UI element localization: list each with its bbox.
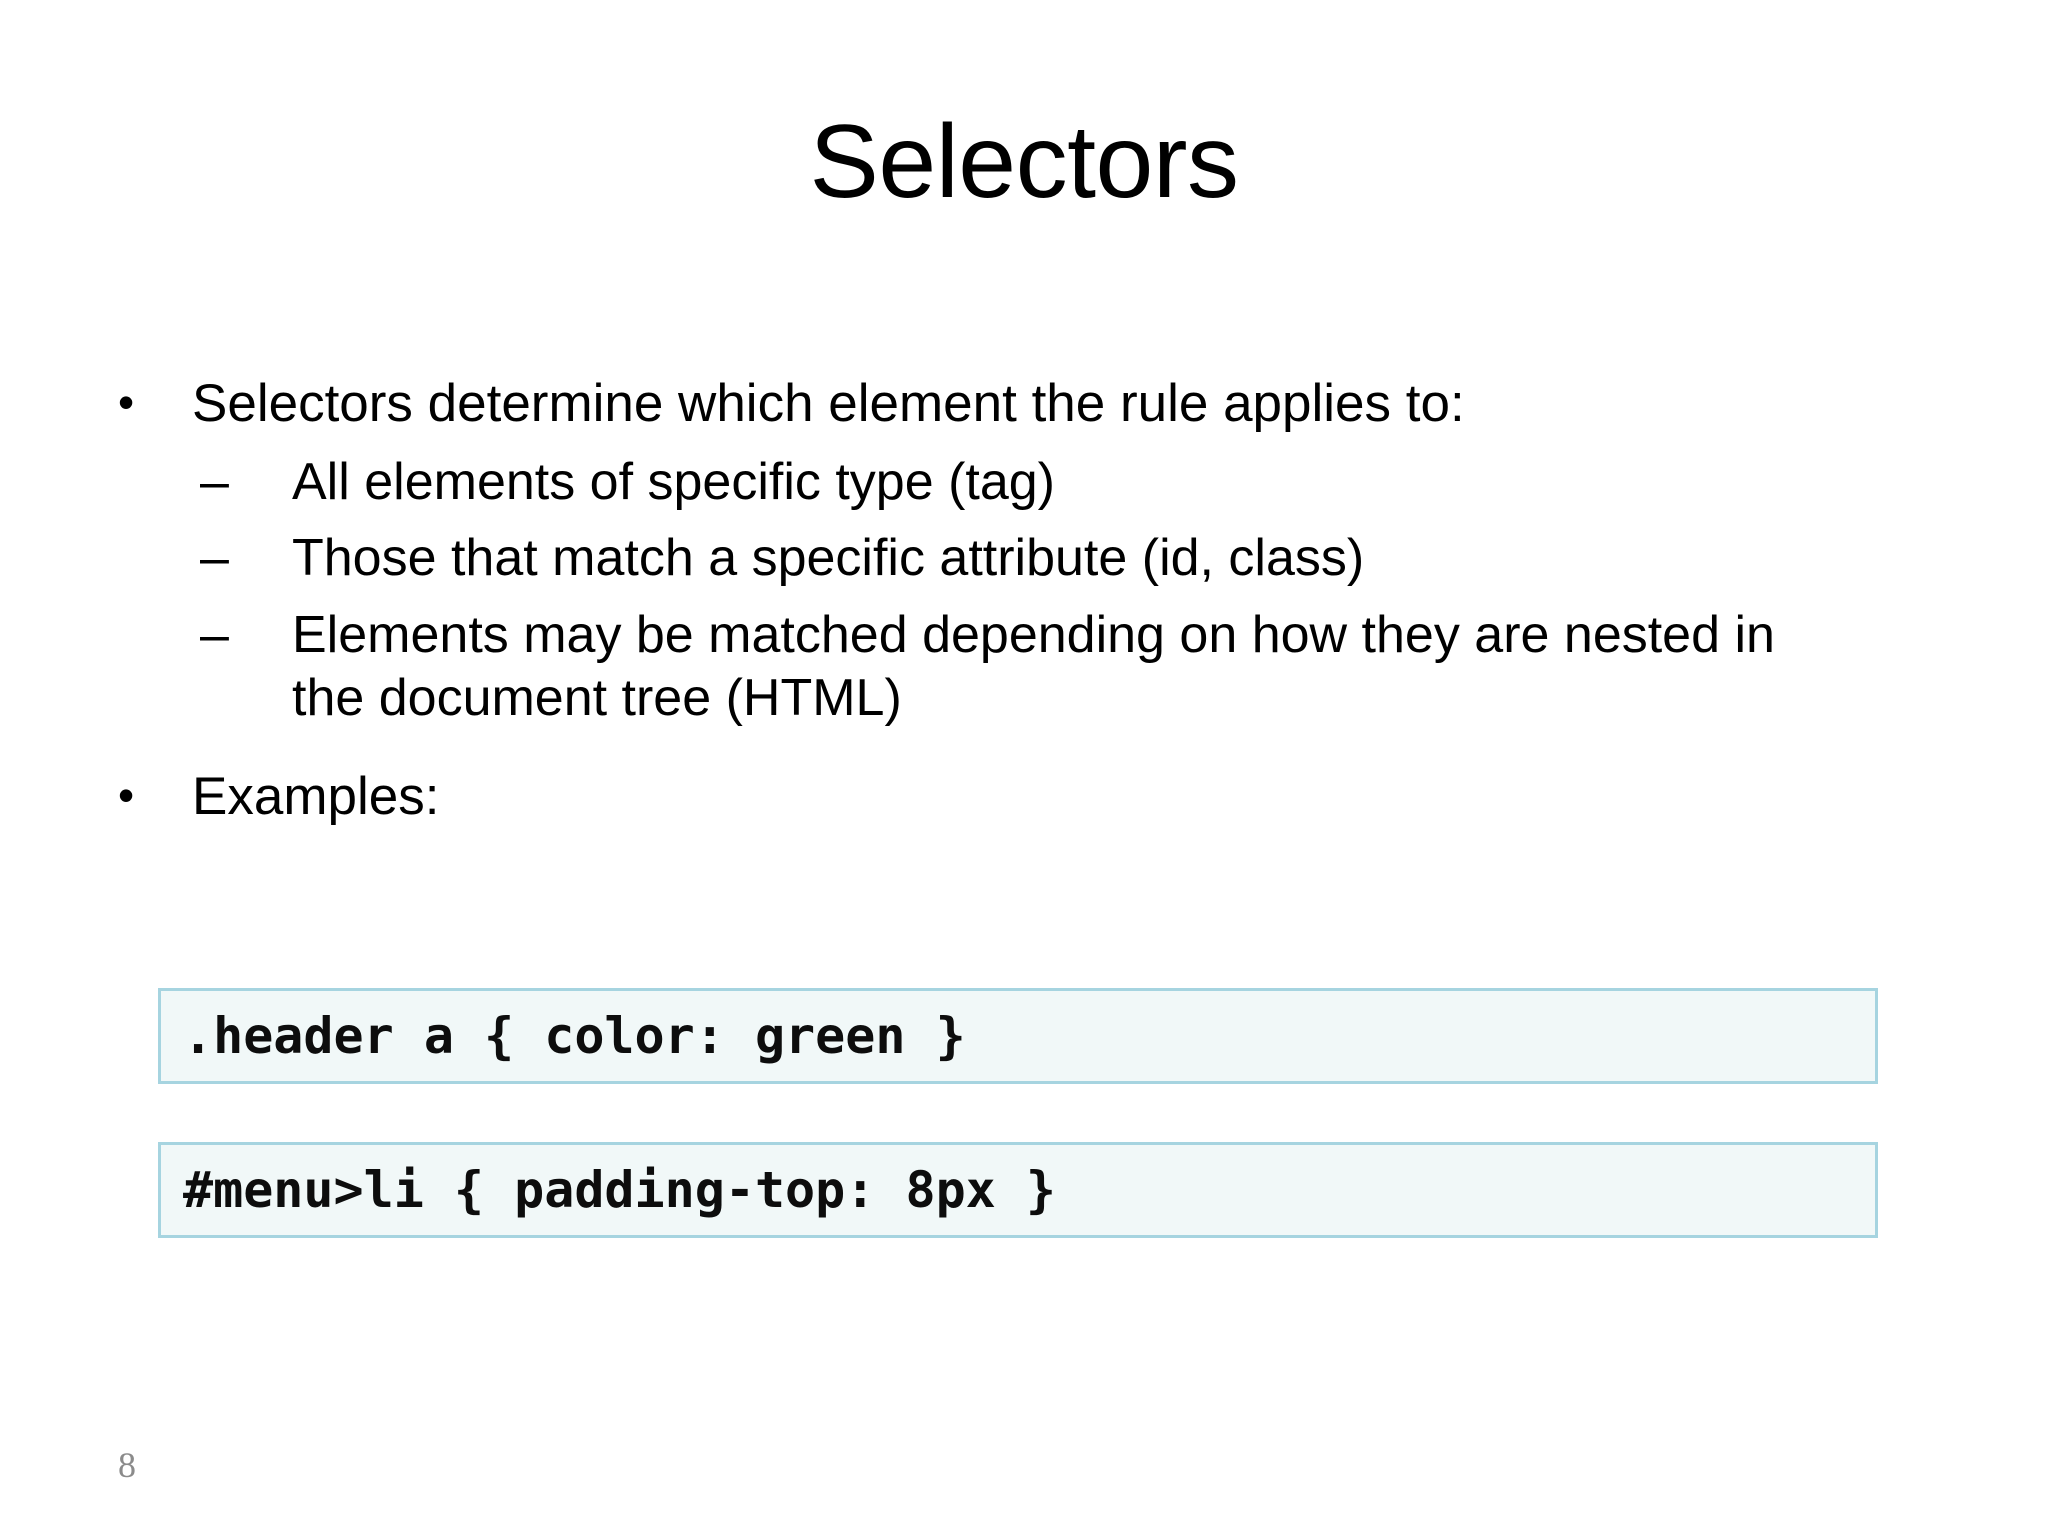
- bullet-item-level2: – Those that match a specific attribute …: [110, 527, 1852, 590]
- code-example-text: #menu>li { padding-top: 8px }: [183, 1161, 1056, 1219]
- bullet-item-level2: – All elements of specific type (tag): [110, 451, 1852, 514]
- slide-body-content: • Selectors determine which element the …: [110, 372, 1950, 844]
- code-example-text: .header a { color: green }: [183, 1007, 966, 1065]
- bullet-item-level1: • Selectors determine which element the …: [110, 372, 1950, 437]
- code-example-box-1: .header a { color: green }: [158, 988, 1878, 1084]
- bullet-text: All elements of specific type (tag): [292, 452, 1055, 511]
- layout-spacer: [110, 743, 1950, 765]
- bullet-item-level2: – Elements may be matched depending on h…: [110, 604, 1852, 731]
- bullet-text: Selectors determine which element the ru…: [192, 374, 1465, 433]
- page-title: Selectors: [809, 104, 1239, 220]
- bullet-text: Elements may be matched depending on how…: [292, 605, 1775, 727]
- bullet-marker-dot: •: [118, 769, 135, 822]
- bullet-marker-dash: –: [200, 452, 229, 511]
- bullet-text: Those that match a specific attribute (i…: [292, 529, 1365, 588]
- bullet-marker-dot: •: [118, 376, 135, 428]
- bullet-marker-dash: –: [200, 605, 229, 664]
- bullet-item-level1: • Examples:: [110, 765, 1950, 830]
- bullet-marker-dash: –: [200, 529, 229, 588]
- code-example-box-2: #menu>li { padding-top: 8px }: [158, 1142, 1878, 1238]
- bullet-text: Examples:: [192, 767, 440, 827]
- slide-page-number: 8: [118, 1445, 136, 1485]
